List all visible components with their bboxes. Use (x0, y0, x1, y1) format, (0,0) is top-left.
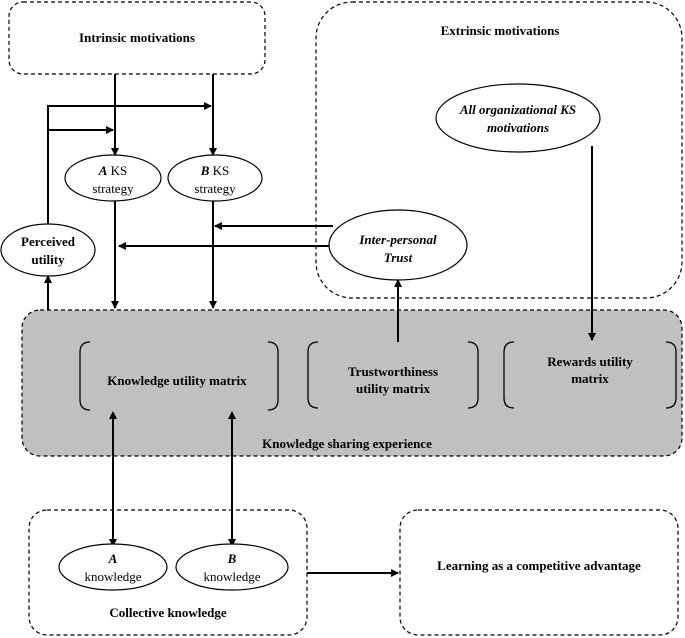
perceived-utility-node: Perceived utility (0, 223, 96, 277)
org-line2: motivations (487, 120, 549, 135)
trustworthiness-line1: Trustworthiness (348, 364, 438, 379)
b-knowledge-line2: knowledge (203, 569, 260, 584)
org-motivations-node: All organizational KS motivations (435, 83, 601, 153)
org-line1: All organizational KS (459, 102, 576, 117)
svg-text:B KS: B KS (200, 163, 230, 178)
trust-line1: Inter-personal (358, 232, 437, 247)
trustworthiness-matrix: Trustworthiness utility matrix (307, 341, 479, 409)
connectors (44, 74, 596, 577)
b-strategy-word: KS (209, 163, 229, 178)
b-knowledge-letter: B (227, 551, 237, 566)
intrinsic-label: Intrinsic motivations (79, 30, 195, 45)
a-strategy-word: KS (107, 163, 127, 178)
knowledge-matrix: Knowledge utility matrix (79, 341, 279, 411)
experience-label: Knowledge sharing experience (262, 436, 432, 451)
learning-label: Learning as a competitive advantage (437, 558, 641, 573)
a-knowledge-line2: knowledge (84, 569, 141, 584)
extrinsic-box: Extrinsic motivations (315, 1, 683, 299)
b-strategy-letter: B (200, 163, 210, 178)
intrinsic-box: Intrinsic motivations (8, 1, 266, 75)
perceived-line1: Perceived (21, 234, 76, 249)
perceived-line2: utility (31, 252, 65, 267)
rewards-matrix: Rewards utility matrix (503, 341, 677, 409)
rewards-line2: matrix (571, 371, 609, 386)
a-knowledge-letter: A (108, 551, 118, 566)
experience-box: Knowledge sharing experience (21, 309, 683, 457)
inter-personal-trust-node: Inter-personal Trust (328, 209, 468, 281)
collective-box: Collective knowledge (28, 509, 308, 636)
collective-label: Collective knowledge (109, 605, 227, 620)
a-strategy-letter: A (98, 163, 108, 178)
trust-line2: Trust (384, 250, 413, 265)
extrinsic-label: Extrinsic motivations (441, 23, 560, 38)
a-ks-strategy-node: A KS strategy (64, 154, 162, 202)
learning-box: Learning as a competitive advantage (399, 509, 679, 636)
b-knowledge-node: B knowledge (175, 543, 289, 591)
a-knowledge-node: A knowledge (58, 543, 168, 591)
b-ks-strategy-node: B KS strategy (167, 154, 263, 202)
arrow-perceived-to-b-path (47, 102, 212, 227)
b-strategy-line2: strategy (194, 181, 236, 196)
svg-text:A KS: A KS (98, 163, 128, 178)
knowledge-matrix-label: Knowledge utility matrix (107, 373, 247, 388)
a-strategy-line2: strategy (92, 181, 134, 196)
trustworthiness-line2: utility matrix (356, 381, 431, 396)
rewards-line1: Rewards utility (547, 354, 633, 369)
